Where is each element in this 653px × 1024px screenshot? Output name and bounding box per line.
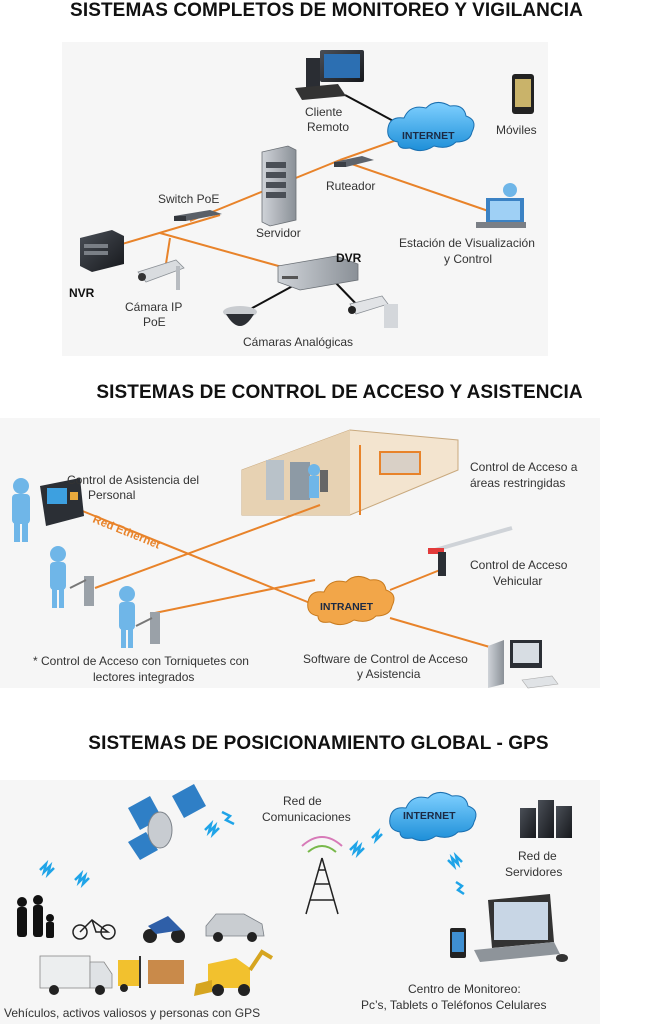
restricted-label-1: Control de Acceso a: [470, 460, 578, 474]
turnstile-person-1-icon: [50, 546, 94, 608]
software-label-1: Software de Control de Acceso: [303, 652, 468, 666]
communications-tower-icon: [301, 836, 343, 915]
station-label-2: y Control: [444, 252, 492, 266]
remote-client-icon: [295, 50, 364, 100]
attendance-label-1: Control de Asistencia del: [67, 473, 199, 487]
laptop-icon: [474, 894, 560, 962]
vehicular-label-2: Vehicular: [493, 574, 542, 588]
dvr-label: DVR: [336, 251, 362, 265]
intranet-cloud-icon: [307, 576, 395, 626]
mobiles-label: Móviles: [496, 123, 537, 137]
assets-label: Vehículos, activos valiosos y personas c…: [4, 1006, 260, 1020]
attendance-label-2: Personal: [88, 488, 135, 502]
attendance-person-icon: [12, 478, 30, 542]
server-label: Servidor: [256, 226, 301, 240]
software-pc-icon: [488, 640, 559, 689]
turnstile-person-2-icon: [119, 586, 160, 648]
analog-cameras-label: Cámaras Analógicas: [243, 335, 353, 349]
people-icon: [17, 895, 54, 938]
turnstiles-label-1: * Control de Acceso con Torniquetes con: [33, 654, 249, 668]
mouse-icon: [556, 954, 568, 962]
restricted-label-2: áreas restringidas: [470, 476, 565, 490]
section-title-monitoring: SISTEMAS COMPLETOS DE MONITOREO Y VIGILA…: [70, 0, 583, 21]
phone-icon: [450, 928, 466, 958]
comm-net-label-2: Comunicaciones: [262, 810, 351, 824]
ip-camera-label-2: PoE: [143, 315, 166, 329]
gps-internet-label: INTERNET: [403, 810, 456, 822]
router-label: Ruteador: [326, 179, 375, 193]
mobile-phone-icon: [512, 74, 534, 114]
remote-client-label-2: Remoto: [307, 120, 349, 134]
gps-internet-cloud-icon: [389, 792, 477, 842]
access-links: [79, 504, 501, 651]
attendance-terminal-icon: [40, 478, 84, 526]
motorcycle-icon: [143, 916, 185, 943]
section-title-access: SISTEMAS DE CONTROL DE ACCESO Y ASISTENC…: [96, 382, 583, 403]
signal-waves-icon: [39, 810, 465, 896]
internet-label: INTERNET: [402, 130, 455, 142]
comm-net-label-1: Red de: [283, 794, 322, 808]
remote-client-label-1: Cliente: [305, 105, 343, 119]
office-building-icon: [241, 429, 459, 516]
servers-label-2: Servidores: [505, 865, 562, 879]
switch-poe-label: Switch PoE: [158, 192, 219, 206]
backhoe-icon: [194, 949, 274, 996]
truck-icon: [39, 955, 113, 995]
ip-camera-icon: [137, 259, 185, 290]
section-title-gps: SISTEMAS DE POSICIONAMIENTO GLOBAL - GPS: [88, 733, 549, 754]
intranet-label: INTRANET: [320, 601, 374, 613]
forklift-icon: [118, 956, 184, 992]
car-icon: [205, 913, 265, 942]
dvr-icon: [277, 255, 359, 291]
vehicle-barrier-icon: [427, 526, 513, 576]
monitoring-links: [94, 129, 501, 273]
internet-cloud-icon: [387, 102, 475, 152]
servers-icon: [520, 800, 572, 838]
servers-label-1: Red de: [518, 849, 557, 863]
vehicular-label-1: Control de Acceso: [470, 558, 568, 572]
ip-camera-label-1: Cámara IP: [125, 300, 182, 314]
monitoring-center-label-1: Centro de Monitoreo:: [408, 982, 521, 996]
router-icon: [334, 156, 374, 167]
software-label-2: y Asistencia: [357, 667, 421, 681]
bullet-camera-icon: [348, 295, 398, 328]
nvr-label: NVR: [69, 286, 95, 300]
switch-poe-icon: [174, 210, 222, 221]
turnstiles-label-2: lectores integrados: [93, 670, 194, 684]
monitoring-center-label-2: Pc’s, Tablets o Teléfonos Celulares: [361, 998, 546, 1012]
dome-camera-icon: [223, 306, 257, 326]
bicycle-icon: [72, 919, 116, 940]
satellite-icon: [128, 784, 206, 860]
station-label-1: Estación de Visualización: [399, 236, 535, 250]
monitoring-station-icon: [476, 183, 526, 228]
nvr-icon: [80, 230, 124, 272]
server-icon: [261, 145, 297, 227]
